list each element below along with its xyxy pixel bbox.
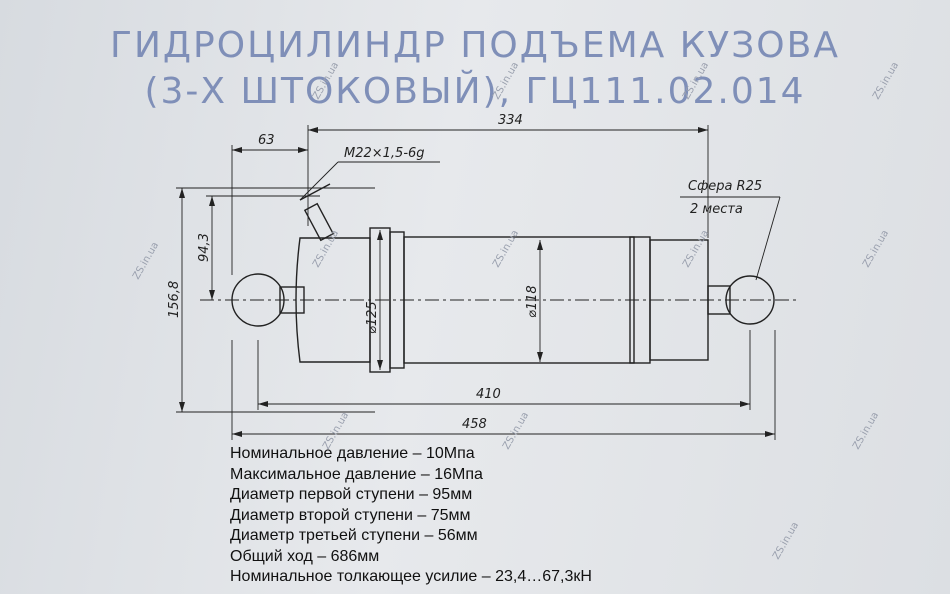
watermark: ZS.in.ua: [681, 228, 711, 269]
right-sphere: [725, 275, 775, 325]
spec-max-pressure: Максимальное давление – 16Мпа: [230, 465, 483, 483]
spec-stage-2-diameter: Диаметр второй ступени – 75мм: [230, 506, 471, 524]
title-line-2: (3-Х ШТОКОВЫЙ), ГЦ111.02.014: [144, 71, 806, 112]
watermark: ZS.in.ua: [851, 410, 881, 451]
watermark: ZS.in.ua: [771, 520, 801, 561]
cylinder-head: [295, 237, 371, 363]
title-line-1: ГИДРОЦИЛИНДР ПОДЪЕМА КУЗОВА: [110, 25, 840, 66]
dim-63-label: 63: [258, 133, 275, 148]
thread-leader: [299, 161, 339, 201]
watermark: ZS.in.ua: [871, 60, 901, 101]
left-sphere: [231, 273, 285, 327]
stage-body: [403, 236, 635, 364]
dim-125-label: ⌀125: [365, 301, 380, 334]
right-rod: [707, 285, 731, 315]
watermark: ZS.in.ua: [491, 228, 521, 269]
dim-334-label: 334: [498, 113, 523, 128]
watermark: ZS.in.ua: [311, 60, 341, 101]
spec-nominal-force: Номинальное толкающее усилие – 23,4…67,3…: [230, 568, 592, 585]
watermark: ZS.in.ua: [131, 240, 161, 281]
watermark: ZS.in.ua: [311, 228, 341, 269]
sphere-count-label: 2 места: [690, 202, 743, 217]
dim-94-label: 94,3: [197, 233, 212, 262]
dim-156-label: 156,8: [167, 281, 182, 318]
spec-nominal-pressure: Номинальное давление – 10Мпа: [230, 445, 475, 462]
spec-stage-3-diameter: Диаметр третьей ступени – 56мм: [230, 527, 478, 544]
dim-458-label: 458: [462, 417, 487, 432]
dim-410-label: 410: [476, 387, 501, 402]
thread-label: M22×1,5-6g: [344, 146, 425, 161]
watermark: ZS.in.ua: [681, 60, 711, 101]
watermark: ZS.in.ua: [491, 60, 521, 101]
specifications-list: Номинальное давление – 10Мпа Максимально…: [230, 444, 592, 588]
spec-stage-1-diameter: Диаметр первой ступени – 95мм: [230, 486, 473, 503]
grease-nipple: [299, 183, 335, 242]
left-neck: [279, 286, 305, 314]
spec-total-stroke: Общий ход – 686мм: [230, 547, 380, 565]
sphere-label: Сфера R25: [688, 179, 762, 194]
dim-118-label: ⌀118: [525, 285, 540, 318]
watermark: ZS.in.ua: [861, 228, 891, 269]
